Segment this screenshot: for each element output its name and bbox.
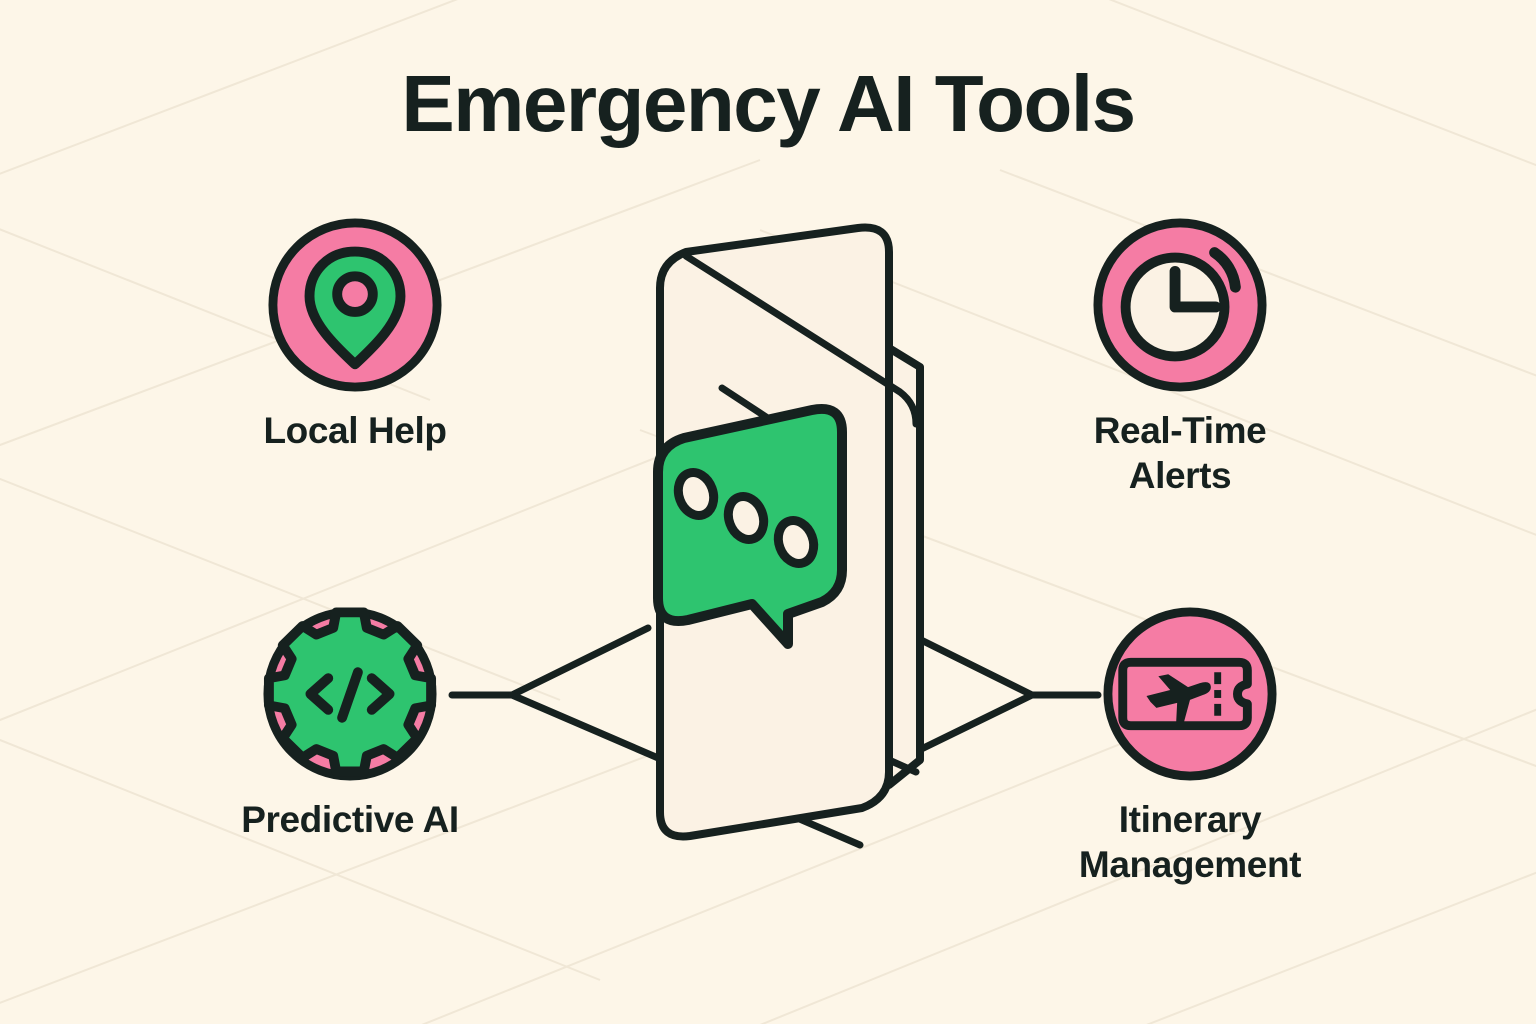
node-label: Real-Time Alerts — [1093, 410, 1267, 497]
node-label: Local Help — [263, 410, 447, 451]
connector-right-down — [901, 691, 1036, 761]
node-itinerary-management[interactable]: Itinerary Management — [1040, 605, 1340, 887]
clock-arc — [1209, 247, 1241, 293]
typing-dot — [723, 492, 769, 544]
node-real-time-alerts[interactable]: Real-Time Alerts — [1030, 216, 1330, 498]
connector-right-up — [901, 628, 1036, 699]
smartphone-illustration — [653, 223, 924, 841]
ticket-plane — [1146, 674, 1211, 723]
page-title: Emergency AI Tools — [401, 59, 1136, 148]
node-label: Itinerary Management — [1078, 799, 1302, 886]
node-predictive-ai[interactable]: Predictive AI — [200, 605, 500, 842]
typing-dot — [773, 516, 819, 568]
plane-ticket-icon — [1103, 607, 1277, 781]
node-local-help[interactable]: Local Help — [205, 216, 505, 453]
connector-left-up — [508, 624, 652, 699]
pin-hole — [332, 271, 378, 317]
phone-bottom-edge — [885, 756, 920, 776]
code-slash — [337, 667, 363, 723]
clock-icon — [1093, 218, 1267, 392]
clock-hands — [1169, 265, 1222, 313]
map-pin-icon — [268, 218, 442, 392]
typing-dot — [673, 468, 719, 520]
code-bracket-right — [366, 673, 395, 715]
typing-indicator-dots — [673, 468, 819, 568]
code-bracket-left — [305, 673, 334, 715]
gear-code-icon — [263, 607, 437, 781]
phone-bezel-line — [682, 252, 920, 428]
node-label: Predictive AI — [241, 799, 459, 840]
